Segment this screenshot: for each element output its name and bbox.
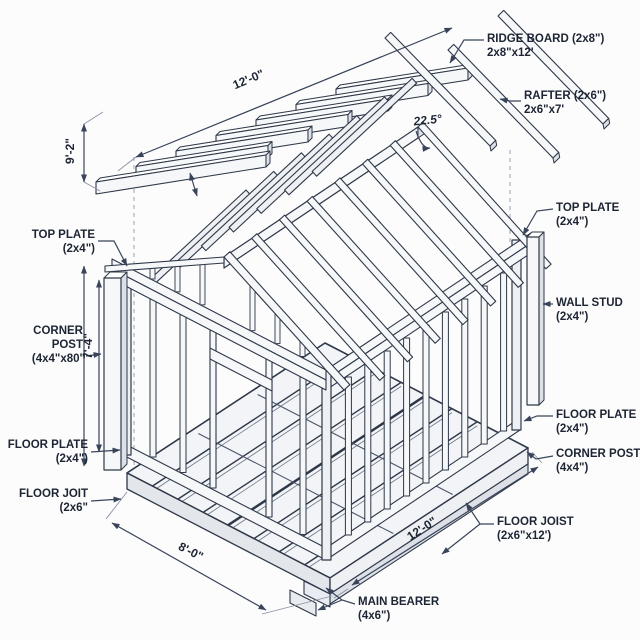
label-corner-post-left-1: CORNER <box>33 325 84 337</box>
left-plane-rafters <box>145 77 418 289</box>
leader-top-plate-right <box>522 208 554 236</box>
dim-floor-width: 8'-0" <box>176 539 205 563</box>
label-top-plate-left: TOP PLATE <box>32 229 96 241</box>
exploded-stud-side <box>538 231 545 406</box>
rafter-offset-arrow <box>189 172 198 197</box>
rafter-member <box>306 195 441 344</box>
leader-rafter <box>499 97 521 104</box>
label-main-bearer-size: (4x6") <box>358 610 390 622</box>
label-rafter-size: 2x6"x7' <box>524 104 564 116</box>
wall-stud-member <box>344 376 352 536</box>
label-floor-joist-left-size: (2x6" <box>60 502 88 514</box>
dim-roof-length: 12'-0" <box>231 67 266 93</box>
label-ridge-board: RIDGE BOARD (2x8") <box>487 33 604 45</box>
label-corner-post-left-2: POST <box>52 339 83 351</box>
wall-stud-member <box>480 285 488 445</box>
wall-stud-member <box>299 376 307 536</box>
label-rafter: RAFTER (2x6") <box>524 90 606 102</box>
left-rafter <box>173 170 279 270</box>
leader-corner-post-left <box>85 352 102 358</box>
label-floor-plate-left: FLOOR PLATE <box>8 439 89 451</box>
wall-stud-member <box>441 311 449 471</box>
wall-stud-member <box>461 298 469 458</box>
leader-floor-plate-right <box>523 415 553 422</box>
front-gable-wall <box>104 251 351 561</box>
rafter-member <box>361 158 497 307</box>
corner-post-right-member <box>511 239 522 431</box>
rake-board <box>104 256 225 273</box>
exploded-members <box>103 231 545 471</box>
dim-roof-pitch-angle: 22.5° <box>412 112 443 129</box>
leader-corner-post-right <box>526 451 554 460</box>
wall-stud-member <box>383 350 391 510</box>
label-floor-joist-right: FLOOR JOIST <box>497 516 574 528</box>
label-top-plate-right: TOP PLATE <box>556 202 620 214</box>
door-header <box>209 347 273 392</box>
wall-stud-member <box>179 313 187 473</box>
label-floor-plate-right-size: (2x4") <box>556 423 588 435</box>
part-labels: RIDGE BOARD (2x8") 2x8"x12' RAFTER (2x6"… <box>8 33 640 622</box>
main-bearer-end <box>303 580 331 608</box>
wall-stud-member <box>422 324 430 484</box>
label-top-plate-left-size: (2x4") <box>63 243 95 255</box>
leader-lines <box>85 39 554 611</box>
label-wall-stud-size: (2x4") <box>556 311 588 323</box>
label-floor-joist-right-size: (2x6"x12') <box>497 530 551 542</box>
label-main-bearer: MAIN BEARER <box>358 596 440 608</box>
right-plane-rafters <box>251 121 552 381</box>
loose-rafter-end <box>489 139 498 152</box>
label-floor-joist-left: FLOOR JOIT <box>19 488 88 500</box>
exploded-wall-stud <box>526 236 540 406</box>
rafter-member <box>334 177 469 326</box>
gable-stud <box>199 258 206 306</box>
dim-post-height: 7'-4" <box>81 333 95 359</box>
left-rafter <box>145 189 251 289</box>
exploded-corner-post <box>103 277 122 471</box>
label-floor-plate-right: FLOOR PLATE <box>556 409 637 421</box>
label-top-plate-right-size: (2x4") <box>556 216 588 228</box>
rake-board <box>223 251 351 391</box>
exploded-post-side <box>120 271 128 471</box>
dim-roof-height: 9'-2" <box>63 138 77 164</box>
leader-main-bearer-b <box>317 599 343 611</box>
leader-floor-joist-left <box>90 496 122 503</box>
label-wall-stud: WALL STUD <box>556 297 623 309</box>
roof-angle-arc <box>415 130 431 152</box>
corner-post-front-member <box>321 369 332 561</box>
leader-ridge-board <box>449 39 484 64</box>
leader-top-plate-left <box>98 240 128 267</box>
wall-stud-member <box>364 363 372 523</box>
wall-stud-member <box>500 272 508 432</box>
label-corner-post-right-size: (4x4") <box>556 462 588 474</box>
label-corner-post-left-size: (4x4"x80" <box>32 353 85 365</box>
leader-floor-plate-left <box>90 447 121 454</box>
loose-rafter-end <box>552 151 561 164</box>
rafter-member <box>251 233 386 381</box>
rafter-member <box>278 214 414 363</box>
gable-stud <box>249 285 256 332</box>
label-floor-plate-left-size: (2x4") <box>56 453 88 465</box>
wall-stud-member <box>149 298 157 458</box>
leader-floor-joist-right-b <box>441 523 481 555</box>
loose-rafter-end <box>602 117 611 130</box>
label-ridge-board-size: 2x8"x12' <box>487 47 534 59</box>
dimension-lines <box>81 27 543 615</box>
label-corner-post-right: CORNER POST <box>556 448 640 460</box>
